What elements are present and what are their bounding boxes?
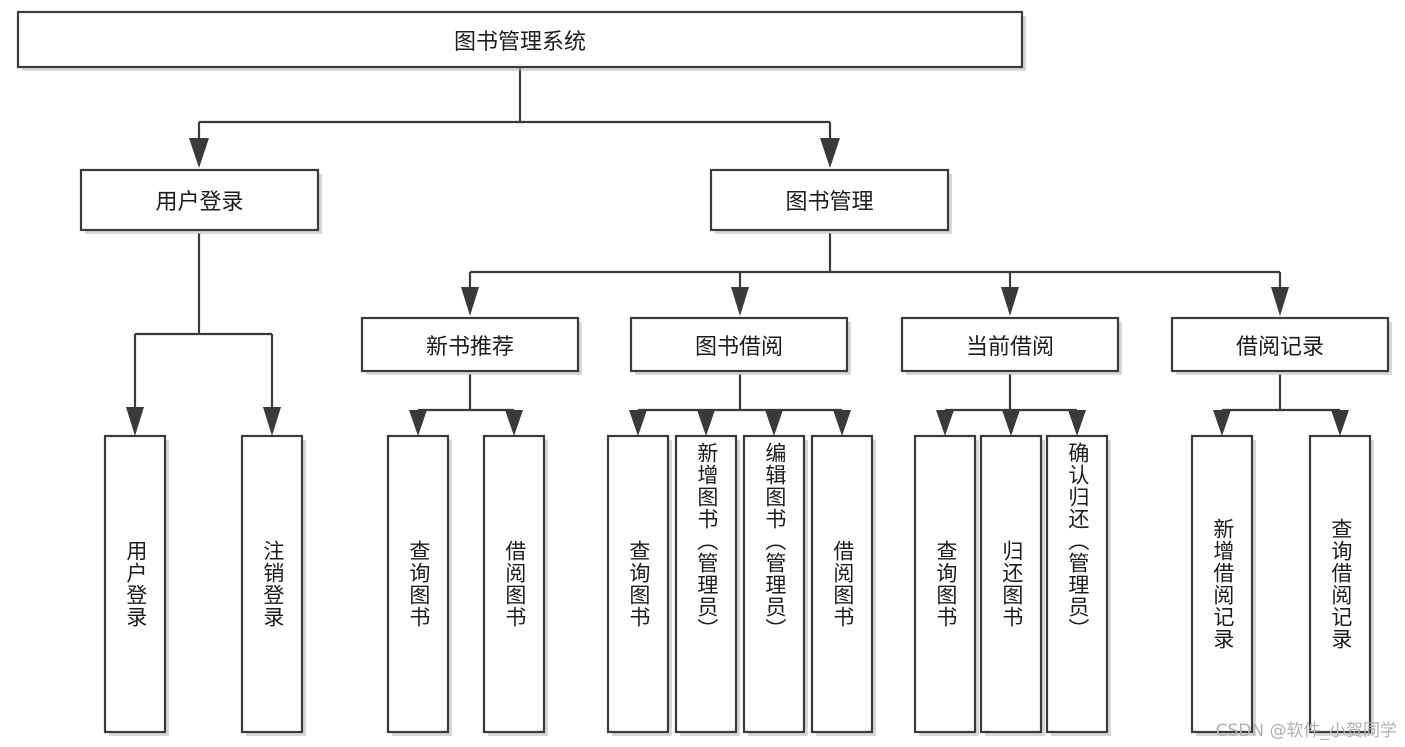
arrow-head-leaf-book-borrow-3: [765, 410, 783, 436]
leaf-node[interactable]: [979, 434, 1045, 736]
arrow-head-leaf-borrow-record-1: [1213, 410, 1231, 436]
leaf-node[interactable]: [606, 434, 672, 736]
arrow-head-leaf-book-borrow-1: [629, 410, 647, 436]
leaf-node[interactable]: [1045, 434, 1111, 736]
connector-group-new-book-leaves: [409, 374, 523, 436]
node-user-login[interactable]: [79, 168, 322, 234]
connector-group-user-login-leaves: [126, 233, 281, 436]
leaf-node[interactable]: [742, 434, 808, 736]
arrow-head-current-borrow: [1001, 287, 1019, 316]
arrow-head-borrow-record: [1271, 287, 1289, 316]
arrow-head-leaf-borrow-record-2: [1331, 410, 1349, 436]
leaf-node[interactable]: [1190, 434, 1256, 736]
leaf-node[interactable]: [103, 434, 169, 736]
arrow-head-leaf-user-login-1: [126, 407, 144, 436]
connector-group-borrow-record-leaves: [1213, 374, 1349, 436]
arrow-head-leaf-book-borrow-2: [697, 410, 715, 436]
arrow-head-leaf-new-book-1: [409, 410, 427, 436]
arrow-head-leaf-current-borrow-1: [936, 410, 954, 436]
node-book-borrow[interactable]: [629, 316, 851, 375]
node-new-book-recommend[interactable]: [360, 316, 582, 375]
arrow-head-leaf-current-borrow-3: [1068, 410, 1086, 436]
connector-group-book-borrow-leaves: [629, 374, 851, 436]
connector-group-root-to-level2: [189, 68, 840, 168]
leaf-node[interactable]: [674, 434, 740, 736]
arrow-head-user-login: [189, 138, 209, 168]
arrow-head-new-book: [461, 287, 479, 316]
connector-group-book-manage-to-level3: [461, 233, 1289, 316]
node-book-manage[interactable]: [709, 168, 952, 234]
leaf-node[interactable]: [482, 434, 548, 736]
arrow-head-book-borrow: [731, 287, 749, 316]
leaf-node[interactable]: [1308, 434, 1374, 736]
arrow-head-book-manage: [820, 138, 840, 168]
node-borrow-record[interactable]: [1170, 316, 1392, 375]
node-current-borrow[interactable]: [900, 316, 1122, 375]
leaf-node[interactable]: [913, 434, 979, 736]
arrow-head-leaf-user-login-2: [263, 407, 281, 436]
connector-group-current-borrow-leaves: [936, 374, 1086, 436]
leaf-node[interactable]: [386, 434, 452, 736]
leaf-node[interactable]: [240, 434, 306, 736]
arrow-head-leaf-new-book-2: [505, 410, 523, 436]
leaf-node[interactable]: [810, 434, 876, 736]
arrow-head-leaf-book-borrow-4: [833, 410, 851, 436]
node-root[interactable]: [16, 10, 1026, 71]
arrow-head-leaf-current-borrow-2: [1002, 410, 1020, 436]
